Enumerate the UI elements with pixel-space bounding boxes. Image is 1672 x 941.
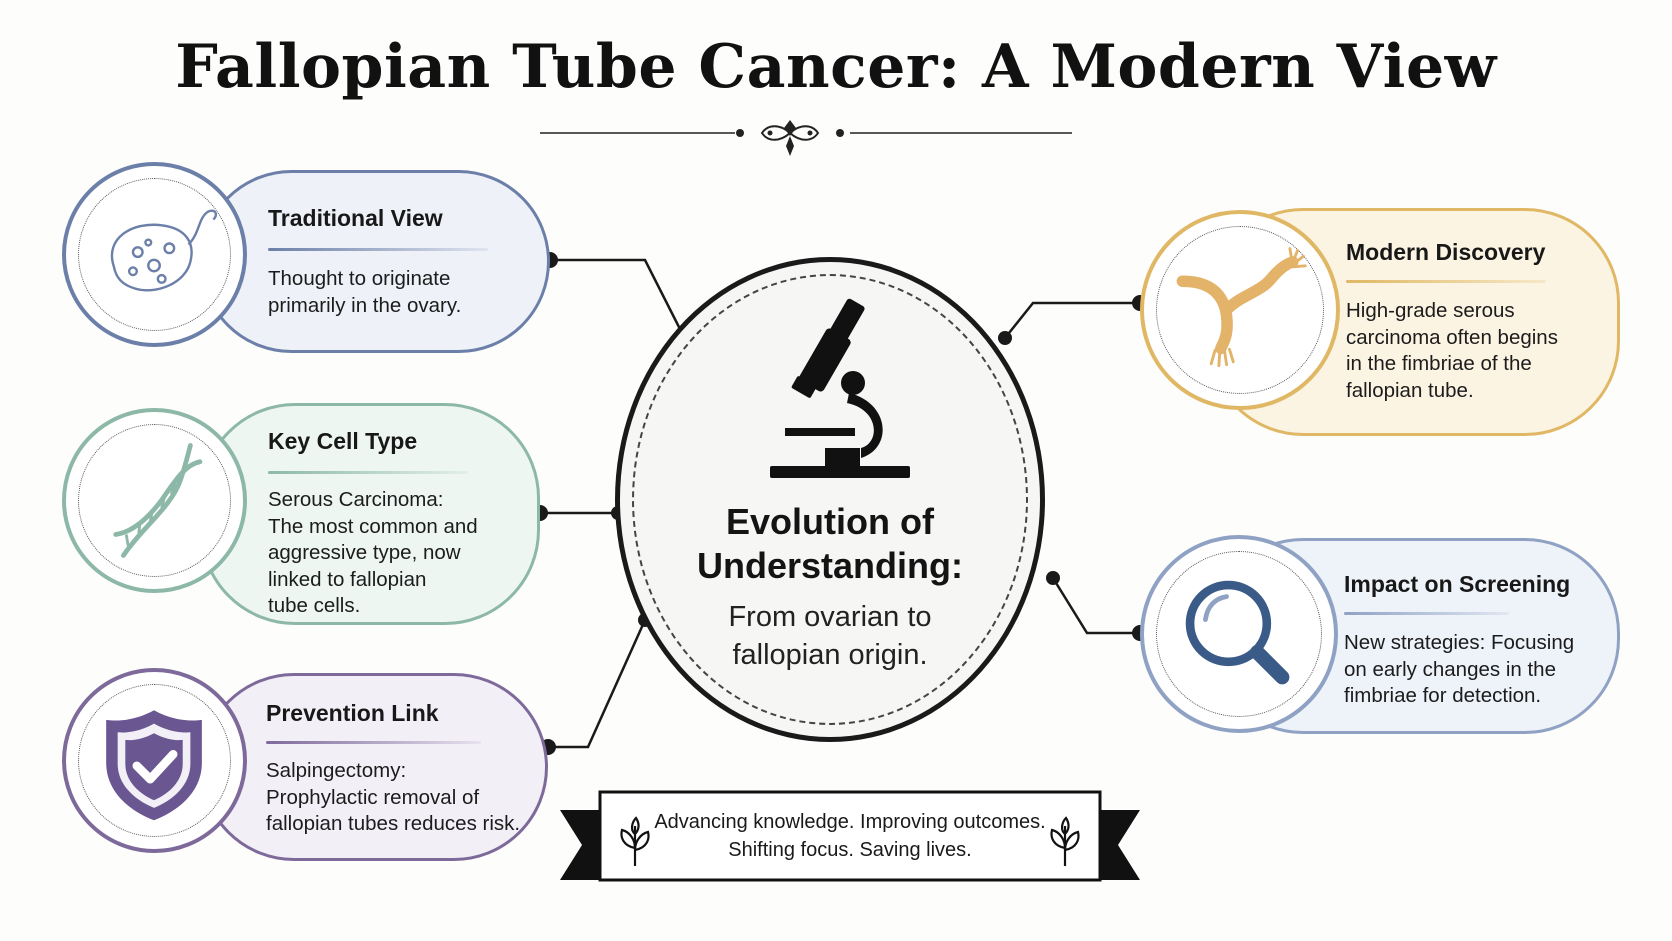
card-divider (268, 471, 468, 474)
banner-line: Advancing knowledge. Improving outcomes. (654, 811, 1046, 833)
card-title: Modern Discovery (1346, 239, 1546, 265)
ovary-icon (110, 209, 218, 292)
sprout-icon (620, 816, 650, 866)
center-heading-line: Understanding: (697, 545, 963, 586)
card-description-line: fallopian tube. (1346, 378, 1474, 402)
center-inner-ring (632, 274, 1028, 725)
card-description: Thought to originate primarily in the ov… (268, 266, 538, 319)
card-description-line: on early changes in the (1344, 657, 1556, 681)
card-description: Serous Carcinoma: The most common and ag… (268, 487, 528, 620)
card-title: Prevention Link (266, 700, 439, 726)
card-title: Impact on Screening (1344, 571, 1571, 597)
card-description-line: aggressive type, now (268, 541, 461, 564)
card-description: Salpingectomy: Prophylactic removal of f… (266, 758, 541, 838)
card-description-line: Salpingectomy: (266, 759, 407, 782)
microscope-icon (770, 298, 910, 478)
card-description-line: primarily in the ovary. (268, 293, 462, 317)
card-description: New strategies: Focusing on early change… (1344, 630, 1614, 710)
card-description-line: Prophylactic removal of (266, 785, 480, 809)
bottom-banner (560, 790, 1140, 882)
card-divider (1346, 280, 1546, 283)
card-divider (266, 741, 481, 744)
card-divider (268, 248, 488, 251)
fallopian-tube-icon (1176, 247, 1307, 368)
card-description-line: New strategies: Focusing (1344, 631, 1575, 654)
card-description-line: High-grade serous (1346, 299, 1515, 322)
card-icon-circle (1140, 535, 1338, 733)
card-description-line: in the fimbriae of the (1346, 352, 1532, 375)
card-title: Traditional View (268, 205, 443, 231)
card-icon-circle (62, 668, 247, 853)
card-title: Key Cell Type (268, 428, 418, 454)
card-description-line: carcinoma often begins (1346, 325, 1558, 349)
shield-check-icon (106, 710, 202, 821)
magnifier-icon (1185, 580, 1290, 685)
card-divider (1344, 612, 1509, 615)
card-description-line: tube cells. (268, 594, 361, 617)
card-description-line: The most common and (268, 514, 478, 538)
card-description: High-grade serous carcinoma often begins… (1346, 298, 1606, 404)
card-pill (200, 673, 548, 861)
page-title: Fallopian Tube Cancer: A Modern View (175, 32, 1497, 102)
card-description-line: Thought to originate (268, 267, 451, 290)
center-subtitle-line: From ovarian to (728, 601, 932, 633)
center-subtitle-line: fallopian origin. (732, 639, 928, 671)
card-icon-circle (62, 162, 247, 347)
center-heading-line: Evolution of (726, 501, 934, 542)
card-pill (200, 170, 550, 353)
center-heading: Evolution of Understanding: (650, 500, 1010, 588)
card-icon-circle (1140, 210, 1340, 410)
banner-line: Shifting focus. Saving lives. (728, 839, 972, 861)
center-subtitle: From ovarian to fallopian origin. (650, 598, 1010, 674)
card-description-line: linked to fallopian (268, 567, 427, 591)
card-pill (200, 403, 540, 625)
dna-icon (113, 443, 203, 558)
card-icon-circle (62, 408, 247, 593)
card-description-line: fimbriae for detection. (1344, 684, 1542, 707)
ornamental-divider (540, 120, 1072, 156)
card-description-line: Serous Carcinoma: (268, 488, 444, 511)
card-description-line: fallopian tubes reduces risk. (266, 812, 521, 835)
sprout-icon (1050, 816, 1080, 866)
banner-text: Advancing knowledge. Improving outcomes.… (640, 808, 1060, 864)
